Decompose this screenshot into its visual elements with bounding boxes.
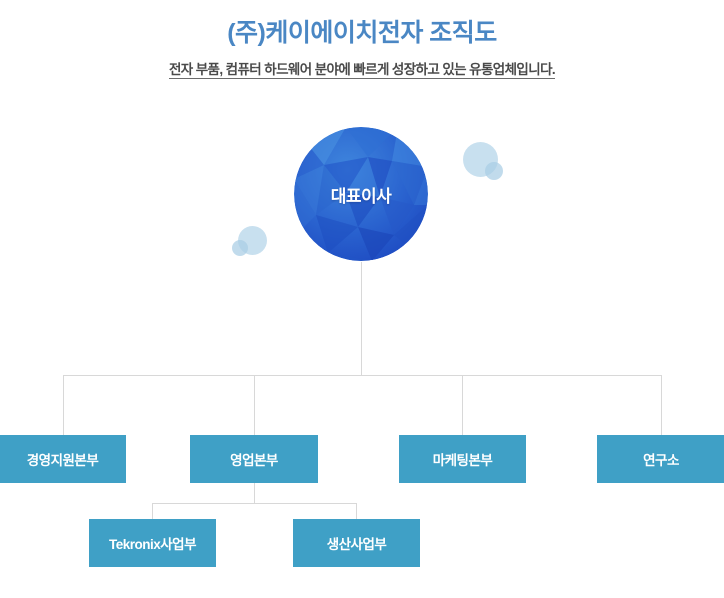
connector-drop-management — [63, 375, 64, 435]
node-production-division-label: 생산사업부 — [326, 537, 387, 552]
node-tekronix-division[interactable]: Tekronix사업부 — [89, 519, 216, 567]
page-title: (주)케이에이치전자 조직도 — [227, 19, 497, 47]
bubble-left-small-icon — [232, 240, 248, 256]
node-marketing-hq-label: 마케팅본부 — [432, 453, 493, 468]
node-sales-hq-label: 영업본부 — [230, 453, 278, 468]
connector-drop-sales — [254, 375, 255, 435]
connector-drop-marketing — [462, 375, 463, 435]
page-subtitle: 전자 부품, 컴퓨터 하드웨어 분야에 빠르게 성장하고 있는 유통업체입니다. — [0, 60, 724, 80]
connector-drop-tekronix — [152, 503, 153, 519]
node-research-institute[interactable]: 연구소 — [597, 435, 724, 483]
node-management-support-hq[interactable]: 경영지원본부 — [0, 435, 126, 483]
node-tekronix-division-label: Tekronix사업부 — [108, 537, 197, 552]
connector-root-stem — [361, 262, 362, 375]
node-sales-hq[interactable]: 영업본부 — [190, 435, 318, 483]
page-subtitle-text: 전자 부품, 컴퓨터 하드웨어 분야에 빠르게 성장하고 있는 유통업체입니다. — [168, 62, 556, 79]
node-ceo-label: 대표이사 — [330, 186, 392, 206]
node-management-support-hq-label: 경영지원본부 — [26, 453, 99, 468]
node-ceo[interactable]: 대표이사 — [294, 127, 428, 261]
node-production-division[interactable]: 생산사업부 — [293, 519, 420, 567]
connector-level1-bus — [63, 375, 662, 376]
connector-drop-production — [356, 503, 357, 519]
connector-level2-bus — [152, 503, 357, 504]
node-research-institute-label: 연구소 — [643, 453, 679, 468]
node-marketing-hq[interactable]: 마케팅본부 — [399, 435, 526, 483]
connector-drop-research — [661, 375, 662, 435]
connector-sales-stem — [254, 483, 255, 503]
bubble-right-small-icon — [485, 162, 503, 180]
